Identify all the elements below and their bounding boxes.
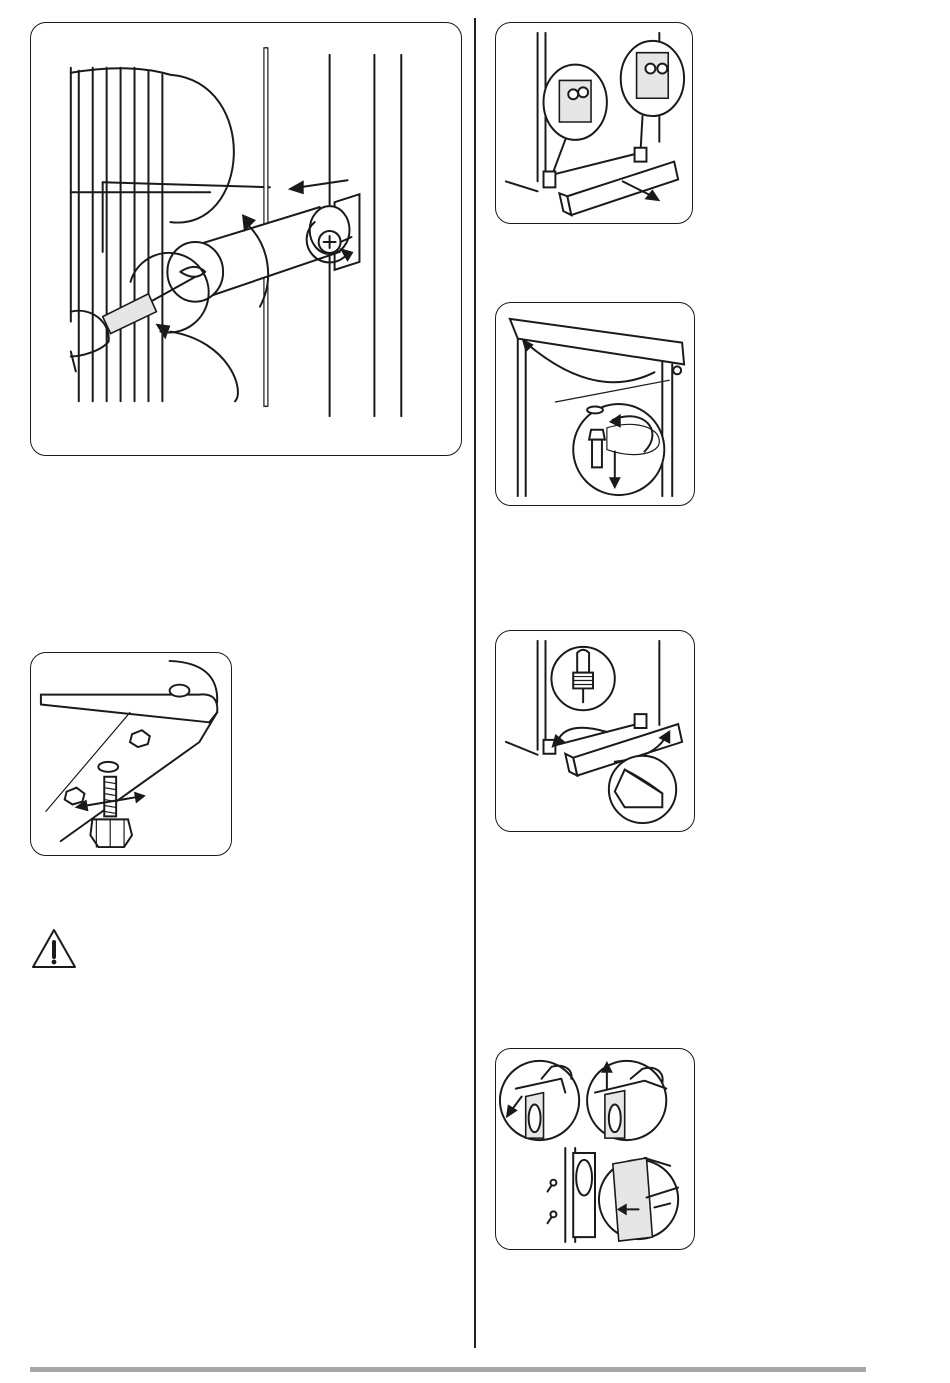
handle-refit-circle bbox=[599, 1158, 678, 1241]
handle-removal-circle bbox=[500, 1061, 579, 1140]
footer-rule bbox=[30, 1367, 866, 1372]
door-handle-swap-illustration bbox=[496, 1049, 694, 1249]
leveling-foot-illustration bbox=[31, 653, 231, 855]
figure-door-handle bbox=[495, 1048, 695, 1250]
figure-leveling-foot bbox=[30, 652, 232, 856]
remove-top-hinge-pin-illustration bbox=[496, 303, 694, 505]
warning-triangle-icon bbox=[30, 927, 78, 971]
hinge-pin-detail-circle bbox=[573, 404, 664, 495]
column-divider bbox=[474, 18, 476, 1348]
handle-lift-circle bbox=[587, 1061, 666, 1140]
screw-icon bbox=[547, 1180, 556, 1224]
figure-top-hinge-pin bbox=[495, 302, 695, 506]
condenser-spacer-illustration bbox=[31, 23, 461, 455]
figure-remove-kickplate bbox=[495, 22, 693, 224]
slide-arrow-icon bbox=[288, 180, 348, 194]
remove-kickplate-illustration bbox=[496, 23, 692, 223]
refit-kickplate-illustration bbox=[496, 631, 694, 831]
bracket-detail-circle-left bbox=[544, 65, 607, 172]
figure-refit-kickplate bbox=[495, 630, 695, 832]
pin-detail-circle bbox=[551, 647, 614, 710]
clip-detail-circle bbox=[609, 756, 676, 823]
bracket-detail-circle-right bbox=[621, 41, 684, 152]
adjustable-foot-icon bbox=[90, 777, 132, 847]
kickplate bbox=[559, 162, 678, 215]
figure-condenser-spacer bbox=[30, 22, 462, 456]
